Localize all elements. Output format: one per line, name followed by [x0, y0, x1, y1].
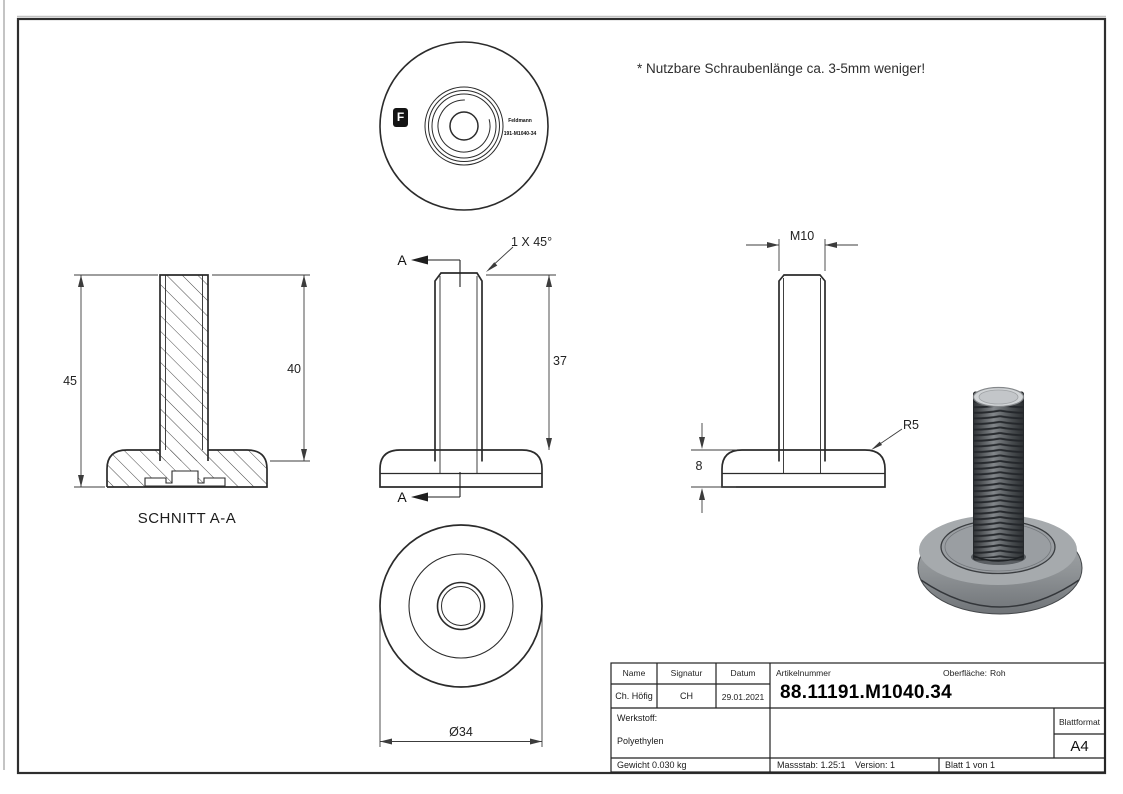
surface-label: Oberfläche:	[943, 668, 987, 678]
dim-45: 45	[63, 374, 77, 388]
chamfer-callout: 1 X 45°	[511, 235, 553, 249]
sheet-format-value: A4	[1070, 738, 1089, 755]
dim-r5: R5	[903, 418, 919, 432]
titleblock-col-name: Name	[622, 668, 646, 678]
article-number-label: Artikelnummer	[776, 668, 831, 678]
material-label: Werkstoff:	[617, 713, 658, 723]
weight: Gewicht 0.030 kg	[617, 760, 687, 770]
dim-m10: M10	[789, 229, 815, 243]
dim-diameter-34: Ø34	[449, 725, 473, 739]
section-arrow-label-top: A	[397, 252, 407, 268]
brand-name: Feldmann	[508, 118, 532, 124]
dim-40: 40	[287, 362, 301, 376]
titleblock-name: Ch. Höfig	[615, 691, 653, 701]
dim-8: 8	[695, 459, 703, 473]
bottom-view	[379, 524, 543, 747]
titleblock-signature: CH	[680, 691, 693, 701]
render-3d	[917, 386, 1083, 615]
top-view	[379, 41, 549, 211]
titleblock-col-signature: Signatur	[670, 668, 703, 678]
side-view	[691, 239, 903, 513]
material-value: Polyethylen	[617, 736, 664, 746]
title-block-grid	[610, 662, 1106, 773]
titleblock-date: 29.01.2021	[721, 692, 765, 702]
sheet-number: Blatt 1 von 1	[945, 760, 996, 770]
feldmann-logo: F	[393, 108, 408, 127]
version: Version: 1	[855, 760, 896, 770]
section-arrow-label-bottom: A	[397, 489, 407, 505]
usable-length-note: * Nutzbare Schraubenlänge ca. 3-5mm weni…	[637, 61, 926, 76]
section-view	[74, 274, 310, 488]
section-caption: SCHNITT A-A	[137, 510, 237, 527]
titleblock-col-date: Datum	[730, 668, 756, 678]
brand-part-code: 191-M1040-34	[503, 131, 537, 137]
surface-value: Roh	[990, 668, 1006, 678]
article-number: 88.11191.M1040.34	[780, 682, 953, 703]
dim-37: 37	[553, 354, 567, 368]
sheet-frame	[3, 0, 1107, 775]
scale: Massstab: 1.25:1	[777, 760, 846, 770]
front-view	[379, 246, 556, 502]
sheet-format-label: Blattformat	[1058, 717, 1101, 727]
